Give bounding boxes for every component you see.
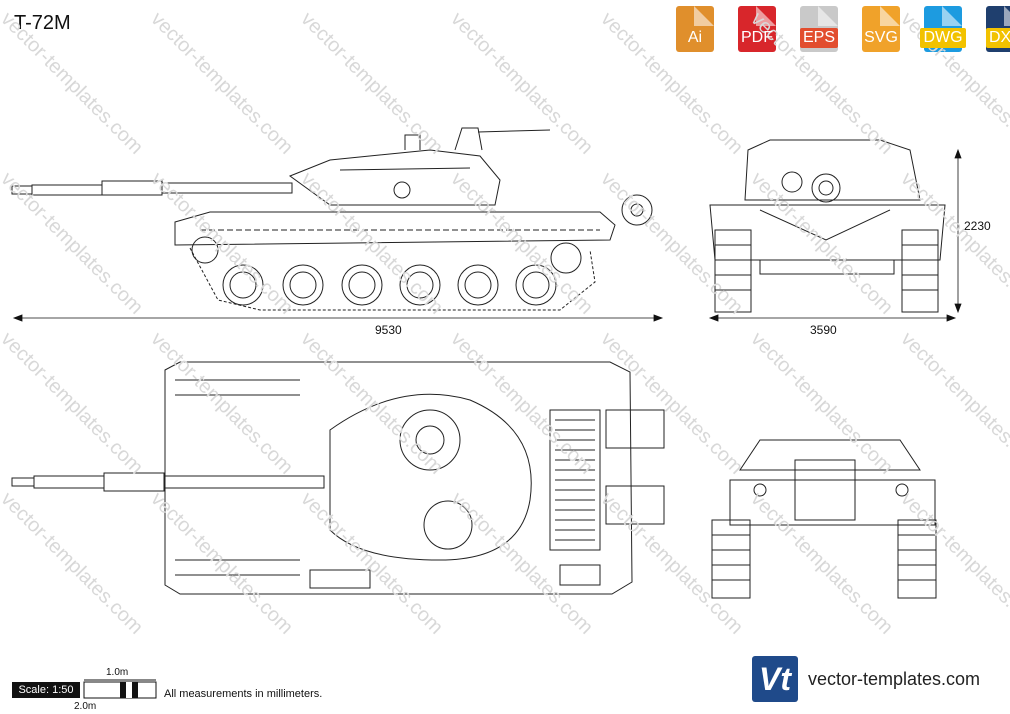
brand-site[interactable]: vector-templates.com (808, 668, 981, 689)
front-view (709, 139, 946, 313)
format-label: EPS (799, 28, 838, 48)
format-label: Ai (687, 29, 703, 46)
scale-one-meter: 1.0m (106, 667, 129, 678)
scale-bar (83, 679, 157, 699)
scale-label: Scale: 1:50 (12, 682, 80, 698)
top-view (11, 361, 665, 595)
format-eps-button[interactable]: EPS (792, 6, 846, 52)
side-view (11, 127, 653, 311)
format-label: SVG (864, 29, 898, 46)
height-dimension: 2230 (964, 219, 991, 233)
format-dwg-button[interactable]: DWG (916, 6, 970, 52)
format-label: DWG (920, 28, 966, 48)
format-label: PDF (741, 29, 773, 46)
rear-view (711, 439, 937, 599)
format-dxf-button[interactable]: DXF (978, 6, 1010, 52)
format-pdf-button[interactable]: PDF (730, 6, 784, 52)
measurement-note: All measurements in millimeters. (164, 688, 323, 700)
length-dimension: 9530 (375, 323, 402, 337)
width-dimension: 3590 (810, 323, 837, 337)
page-title: T-72M (14, 12, 71, 34)
scale-two-meter: 2.0m (74, 701, 97, 712)
format-ai-button[interactable]: Ai (668, 6, 722, 52)
format-svg-button[interactable]: SVG (854, 6, 908, 52)
brand[interactable]: Vt vector-templates.com (752, 656, 980, 702)
vt-logo: Vt (752, 656, 798, 702)
format-label: DXF (986, 28, 1010, 48)
format-buttons: Ai PDF EPS SVG DWG DXF (668, 6, 1010, 52)
